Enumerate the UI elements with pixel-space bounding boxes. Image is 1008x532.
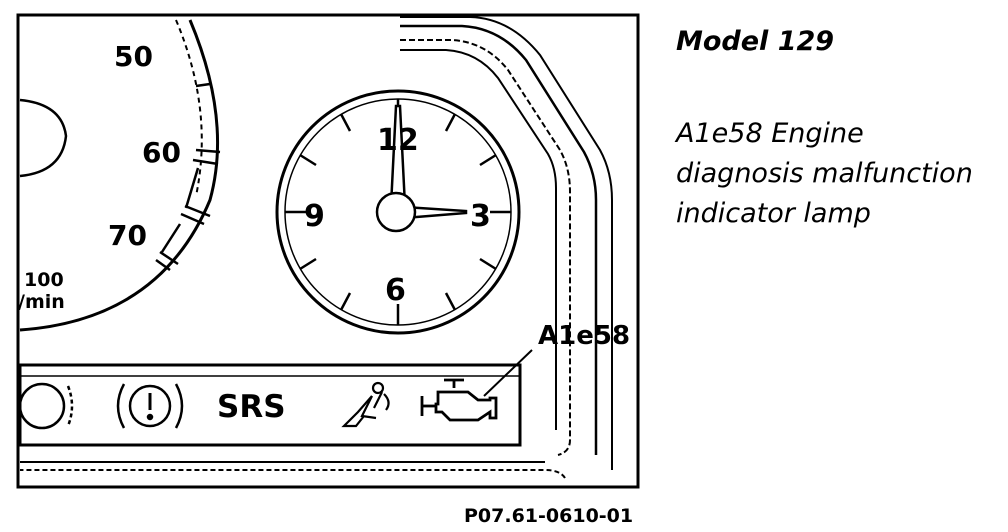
clock-numeral-6: 6 <box>385 273 406 308</box>
caption-line-3: indicator lamp <box>676 198 871 229</box>
brake-warning-icon <box>18 382 74 430</box>
abs-warning-icon <box>116 383 184 429</box>
tachometer-gauge <box>19 19 221 332</box>
clock-numeral-3: 3 <box>470 199 491 234</box>
clock-hands <box>375 104 468 233</box>
caption-line-1: A1e58 Engine <box>676 118 864 149</box>
airbag-occupant-icon <box>341 381 390 428</box>
srs-label: SRS <box>217 389 286 425</box>
check-engine-icon <box>420 378 498 422</box>
tach-label-60: 60 <box>142 136 181 169</box>
diagram-frame <box>16 13 640 489</box>
tach-redline-marks <box>155 82 221 272</box>
clock-numeral-9: 9 <box>304 199 325 234</box>
model-title: Model 129 <box>676 26 835 57</box>
figure-code: P07.61-0610-01 <box>464 505 633 527</box>
tach-unit-label: /min <box>18 291 65 313</box>
cluster-housing-outline <box>20 16 613 479</box>
callout-leader-line <box>483 349 533 397</box>
callout-label: A1e58 <box>538 321 630 351</box>
caption-line-2: diagnosis malfunction <box>676 158 973 189</box>
instrument-cluster-diagram: 50 60 70 100 /min 12 3 6 9 <box>16 13 640 527</box>
analog-clock <box>275 89 521 335</box>
tach-label-70: 70 <box>108 219 147 252</box>
clock-numeral-12: 12 <box>377 123 419 158</box>
tach-unit-value: 100 <box>24 269 64 291</box>
tach-label-50: 50 <box>114 40 153 73</box>
caption-description: A1e58 Engine diagnosis malfunction indic… <box>676 114 1006 234</box>
